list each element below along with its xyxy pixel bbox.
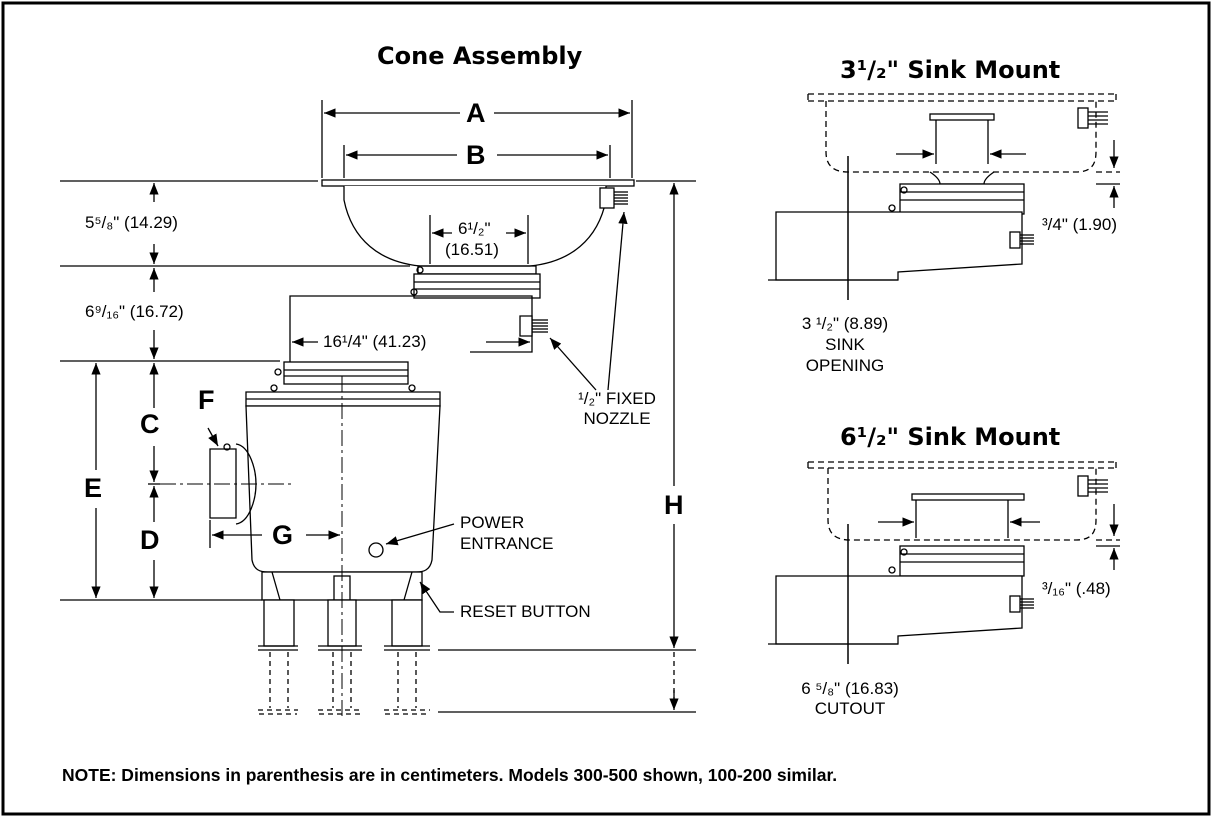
sink-mount-35-drawing <box>768 93 1120 300</box>
sink-mount-65-drawing <box>768 461 1120 664</box>
dim-letter-g: G <box>272 520 294 550</box>
nozzle-label-line1: ¹/₂" FIXED <box>578 389 656 408</box>
footnote: NOTE: Dimensions in parenthesis are in c… <box>62 765 838 785</box>
power-entrance-line1: POWER <box>460 513 525 532</box>
dim-letter-a: A <box>466 98 486 128</box>
reset-button-label: RESET BUTTON <box>460 602 591 621</box>
dim-cone-length: 16¹/4" (41.23) <box>323 332 427 351</box>
sink65-label-line1: 6 ⁵/₈" (16.83) <box>801 679 899 698</box>
dim-letter-f: F <box>198 385 215 415</box>
dim-letter-e: E <box>84 473 103 503</box>
dim-mount35-gap: ³/4" (1.90) <box>1042 215 1118 234</box>
dim-letter-h: H <box>664 490 684 520</box>
power-entrance-line2: ENTRANCE <box>460 534 554 553</box>
dim-cone-height: 5⁵/₈" (14.29) <box>85 213 178 232</box>
nozzle-label-line2: NOZZLE <box>583 409 651 428</box>
sink-mount-65-title: 6¹/₂" Sink Mount <box>840 423 1061 451</box>
sink-mount-35-title: 3¹/₂" Sink Mount <box>840 56 1061 84</box>
dim-letter-b: B <box>466 140 486 170</box>
cone-assembly-title: Cone Assembly <box>377 42 583 70</box>
dim-cone-outlet-cm: (16.51) <box>445 240 499 259</box>
sink35-label-line3: OPENING <box>805 356 885 375</box>
dim-cone-outlet-in: 6¹/₂" <box>458 219 491 238</box>
sink65-label-line2: CUTOUT <box>814 699 886 718</box>
sink35-label-line2: SINK <box>825 335 865 354</box>
dim-mount65-gap: ³/₁₆" (.48) <box>1042 579 1111 598</box>
sink35-label-line1: 3 ¹/₂" (8.89) <box>801 314 889 333</box>
dim-letter-c: C <box>140 409 160 439</box>
dim-letter-d: D <box>140 525 160 555</box>
cone-assembly-drawing <box>60 100 696 716</box>
dim-collar-height: 6⁹/₁₆" (16.72) <box>85 302 184 321</box>
